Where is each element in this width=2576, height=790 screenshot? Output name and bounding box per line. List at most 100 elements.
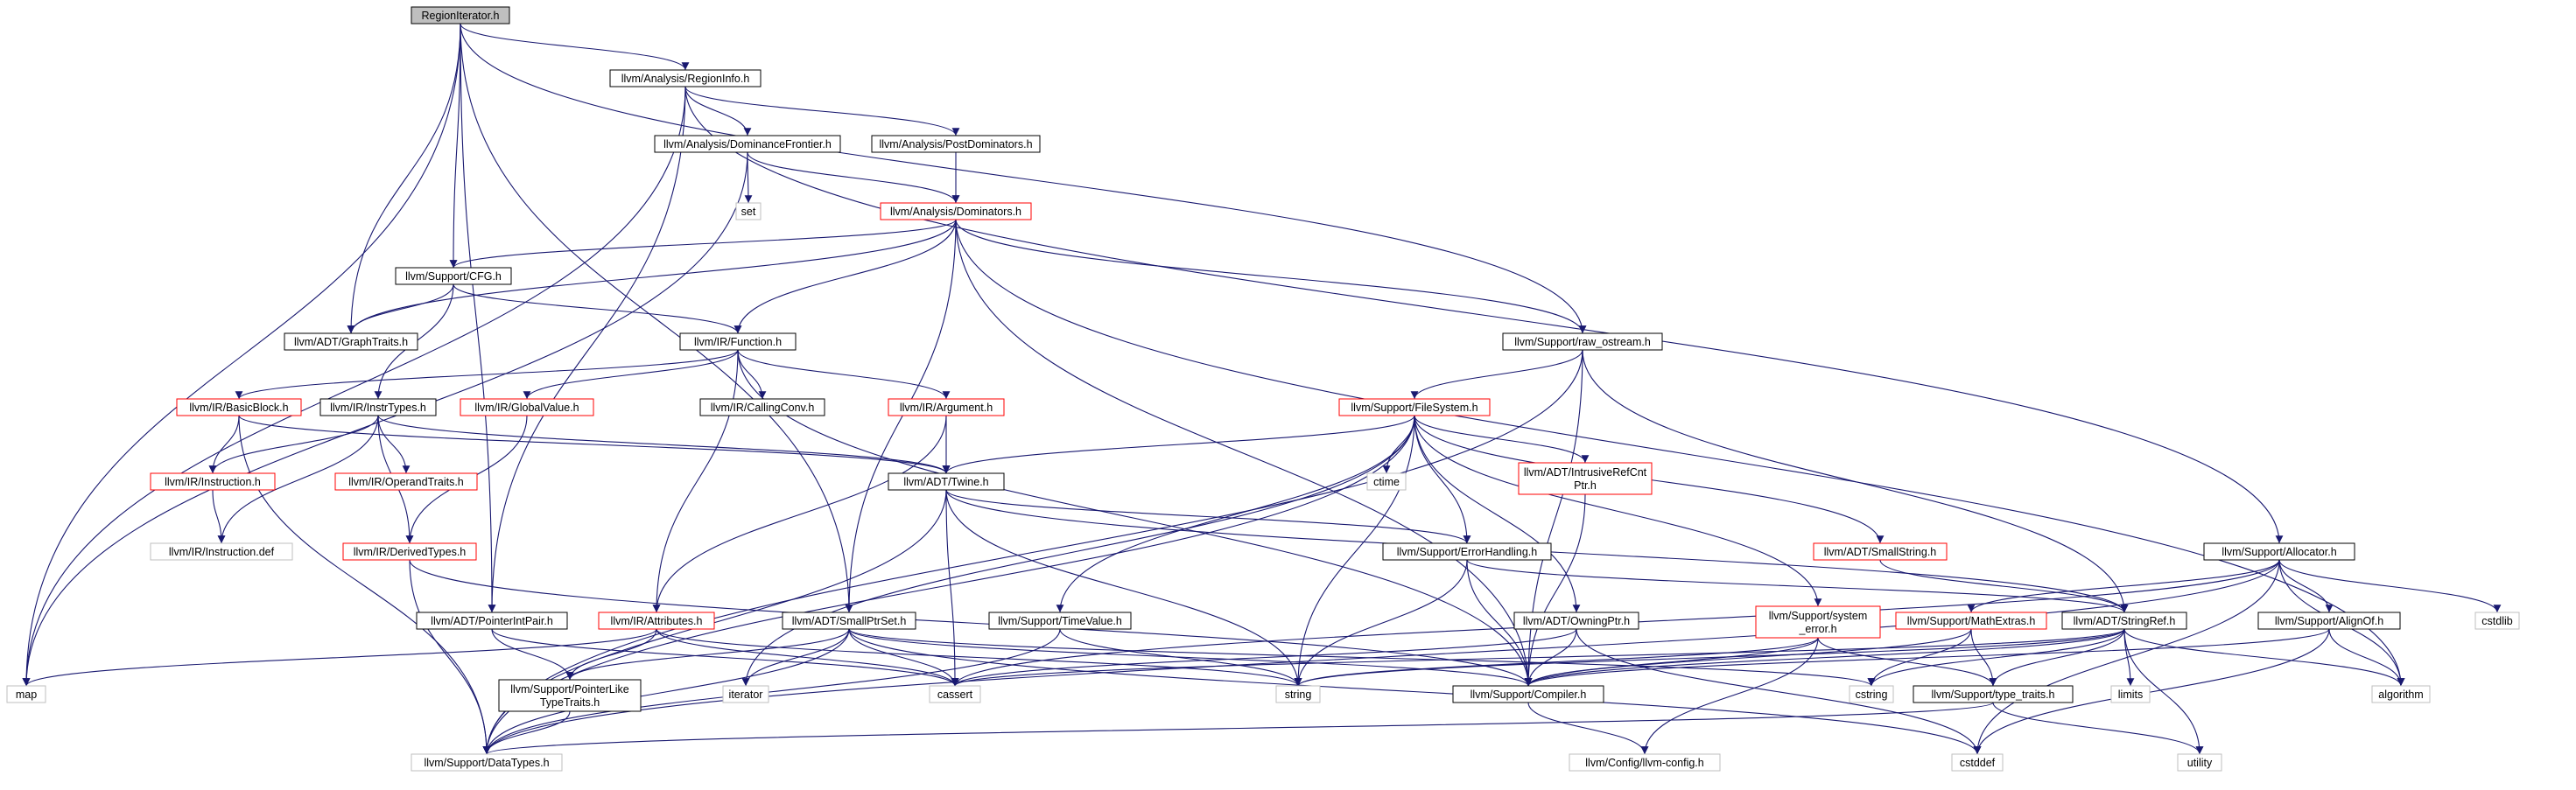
edge-system_error-to-string bbox=[1294, 637, 1819, 687]
node-label-regioninfo: llvm/Analysis/RegionInfo.h bbox=[621, 73, 750, 85]
node-box-filesystem bbox=[1338, 398, 1491, 416]
node-argument[interactable]: llvm/IR/Argument.h bbox=[888, 398, 1005, 416]
node-box-type_traits bbox=[1913, 685, 2074, 703]
node-filesystem[interactable]: llvm/Support/FileSystem.h bbox=[1338, 398, 1491, 416]
node-box-attributes bbox=[598, 612, 715, 630]
node-label-filesystem: llvm/Support/FileSystem.h bbox=[1351, 402, 1478, 414]
node-dominators[interactable]: llvm/Analysis/Dominators.h bbox=[880, 202, 1032, 220]
node-errorhandling[interactable]: llvm/Support/ErrorHandling.h bbox=[1382, 542, 1552, 561]
edge-dominators-to-cfg bbox=[449, 219, 957, 269]
edge-filesystem-to-errorhandling bbox=[1414, 415, 1471, 544]
node-derivedtypes[interactable]: llvm/IR/DerivedTypes.h bbox=[342, 542, 477, 561]
node-instrtypes[interactable]: llvm/IR/InstrTypes.h bbox=[319, 398, 437, 416]
node-box-twine bbox=[888, 472, 1005, 491]
node-basicblock[interactable]: llvm/IR/BasicBlock.h bbox=[176, 398, 302, 416]
node-stringref[interactable]: llvm/ADT/StringRef.h bbox=[2061, 612, 2187, 630]
edge-smallptrset-to-pointerliketypetraits bbox=[565, 628, 850, 681]
edge-regioniterator-to-graphtraits bbox=[347, 23, 461, 334]
node-label-pointerintpair: llvm/ADT/PointerIntPair.h bbox=[431, 615, 553, 627]
edge-derivedtypes-to-datatypes bbox=[409, 559, 491, 755]
node-label-attributes: llvm/IR/Attributes.h bbox=[611, 615, 703, 627]
node-box-instruction bbox=[150, 472, 276, 491]
node-label-set: set bbox=[741, 206, 756, 218]
edge-allocator-to-cstddef bbox=[1973, 559, 2280, 755]
node-box-smallstring bbox=[1813, 542, 1948, 561]
edge-stringref-to-string bbox=[1294, 628, 2125, 687]
node-regioninfo[interactable]: llvm/Analysis/RegionInfo.h bbox=[609, 69, 762, 87]
node-function[interactable]: llvm/IR/Function.h bbox=[679, 332, 797, 351]
node-globalvalue[interactable]: llvm/IR/GlobalValue.h bbox=[460, 398, 594, 416]
node-operandtraits[interactable]: llvm/IR/OperandTraits.h bbox=[334, 472, 478, 491]
node-label-cassert: cassert bbox=[937, 689, 973, 701]
node-owningptr[interactable]: llvm/ADT/OwningPtr.h bbox=[1513, 612, 1639, 630]
node-label-datatypes: llvm/Support/DataTypes.h bbox=[424, 757, 549, 769]
node-attributes[interactable]: llvm/IR/Attributes.h bbox=[598, 612, 715, 630]
edge-timevalue-to-datatypes bbox=[482, 628, 1061, 755]
edge-instrtypes-to-instructiondef bbox=[217, 415, 379, 544]
node-string: string bbox=[1275, 685, 1321, 703]
edge-owningptr-to-cstddef bbox=[1576, 628, 1982, 755]
edge-filesystem-to-intrusiverefcntptr bbox=[1414, 415, 1590, 464]
header-nodes: RegionIterator.h llvm/Analysis/RegionInfo… bbox=[6, 6, 2520, 772]
edge-system_error-to-llvmconfig bbox=[1640, 637, 1819, 755]
node-system_error[interactable]: llvm/Support/system_error.h bbox=[1755, 605, 1881, 639]
node-label-type_traits: llvm/Support/type_traits.h bbox=[1931, 689, 2054, 701]
node-type_traits[interactable]: llvm/Support/type_traits.h bbox=[1913, 685, 2074, 703]
node-smallstring[interactable]: llvm/ADT/SmallString.h bbox=[1813, 542, 1948, 561]
node-twine[interactable]: llvm/ADT/Twine.h bbox=[888, 472, 1005, 491]
edge-pointerintpair-to-pointerliketypetraits bbox=[491, 628, 574, 681]
node-instructiondef: llvm/IR/Instruction.def bbox=[150, 542, 293, 561]
node-postdominators[interactable]: llvm/Analysis/PostDominators.h bbox=[871, 135, 1041, 153]
node-compiler[interactable]: llvm/Support/Compiler.h bbox=[1452, 685, 1604, 703]
edge-allocator-to-datatypes bbox=[482, 559, 2280, 755]
node-smallptrset[interactable]: llvm/ADT/SmallPtrSet.h bbox=[782, 612, 916, 630]
node-label-string: string bbox=[1285, 689, 1312, 701]
edge-alignof-to-algorithm bbox=[2328, 628, 2405, 687]
node-mathextras[interactable]: llvm/Support/MathExtras.h bbox=[1895, 612, 2047, 630]
node-box-map bbox=[6, 685, 46, 703]
edge-timevalue-to-string bbox=[1059, 628, 1302, 687]
edge-attributes-to-pointerliketypetraits bbox=[565, 628, 657, 681]
node-label-utility: utility bbox=[2187, 757, 2213, 769]
edge-raw_ostream-to-datatypes bbox=[482, 349, 1583, 755]
node-box-utility bbox=[2177, 753, 2222, 772]
edge-instrtypes-to-instruction bbox=[208, 415, 379, 474]
node-dominancefrontier[interactable]: llvm/Analysis/DominanceFrontier.h bbox=[654, 135, 841, 153]
node-cfg[interactable]: llvm/Support/CFG.h bbox=[395, 267, 512, 285]
node-box-cassert bbox=[929, 685, 981, 703]
edge-regioninfo-to-pointerintpair bbox=[488, 86, 686, 613]
edge-dominators-to-algorithm bbox=[955, 219, 2405, 687]
node-allocator[interactable]: llvm/Support/Allocator.h bbox=[2203, 542, 2355, 561]
node-instruction[interactable]: llvm/IR/Instruction.h bbox=[150, 472, 276, 491]
node-timevalue[interactable]: llvm/Support/TimeValue.h bbox=[988, 612, 1132, 630]
node-label-iterator: iterator bbox=[729, 689, 763, 701]
node-alignof[interactable]: llvm/Support/AlignOf.h bbox=[2257, 612, 2401, 630]
node-label-basicblock: llvm/IR/BasicBlock.h bbox=[189, 402, 288, 414]
node-label-dominators: llvm/Analysis/Dominators.h bbox=[890, 206, 1021, 218]
node-regioniterator[interactable]: RegionIterator.h bbox=[411, 6, 510, 24]
node-label-smallptrset: llvm/ADT/SmallPtrSet.h bbox=[792, 615, 907, 627]
edge-cfg-to-function bbox=[453, 283, 742, 334]
node-callingconv[interactable]: llvm/IR/CallingConv.h bbox=[699, 398, 825, 416]
edge-smallptrset-to-cstring bbox=[848, 628, 1876, 687]
node-box-dominancefrontier bbox=[654, 135, 841, 153]
node-label-map: map bbox=[16, 689, 37, 701]
node-graphtraits[interactable]: llvm/ADT/GraphTraits.h bbox=[284, 332, 418, 351]
node-box-timevalue bbox=[988, 612, 1132, 630]
edge-twine-to-cassert bbox=[945, 489, 959, 687]
edge-dominators-to-function bbox=[733, 219, 957, 334]
node-box-instructiondef bbox=[150, 542, 293, 561]
edge-attributes-to-map bbox=[22, 628, 657, 687]
edge-cfg-to-graphtraits bbox=[347, 283, 454, 334]
edge-derivedtypes-to-compiler bbox=[409, 559, 1533, 687]
node-raw_ostream[interactable]: llvm/Support/raw_ostream.h bbox=[1502, 332, 1663, 351]
node-label-raw_ostream: llvm/Support/raw_ostream.h bbox=[1514, 336, 1651, 348]
node-box-algorithm bbox=[2371, 685, 2431, 703]
node-pointerintpair[interactable]: llvm/ADT/PointerIntPair.h bbox=[416, 612, 568, 630]
node-box-stringref bbox=[2061, 612, 2187, 630]
node-cstdlib: cstdlib bbox=[2474, 612, 2520, 630]
node-label-graphtraits: llvm/ADT/GraphTraits.h bbox=[294, 336, 408, 348]
